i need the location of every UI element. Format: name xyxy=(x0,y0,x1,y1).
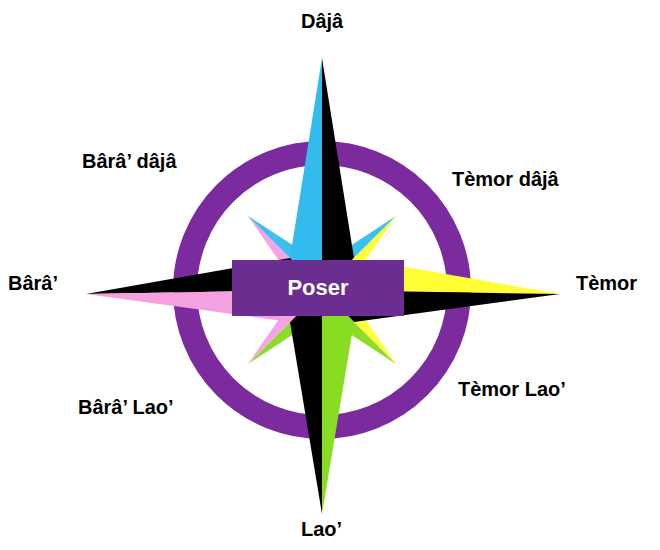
direction-label: Bârâ’ dâjâ xyxy=(82,150,177,173)
direction-label: Tèmor dâjâ xyxy=(452,168,559,191)
center-box: Poser xyxy=(232,260,404,316)
direction-label: Bârâ’ xyxy=(8,272,58,295)
direction-label: Dâjâ xyxy=(301,10,343,33)
main-points xyxy=(86,58,560,514)
direction-label: Lao’ xyxy=(301,518,342,541)
direction-label: Tèmor xyxy=(576,272,637,295)
direction-label: Tèmor Lao’ xyxy=(458,378,566,401)
direction-label: Bârâ’ Lao’ xyxy=(78,396,174,419)
center-label: Poser xyxy=(287,275,348,301)
